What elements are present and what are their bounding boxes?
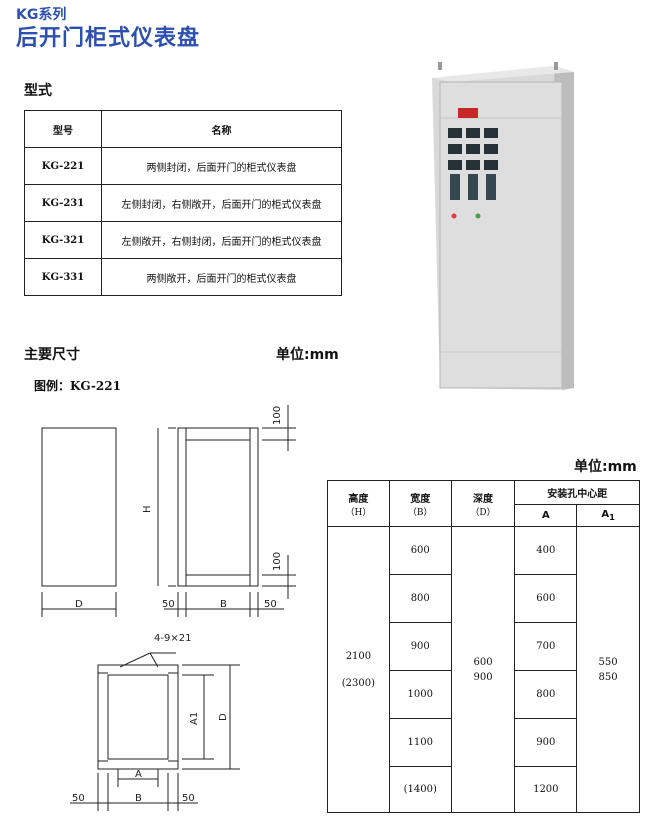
height-value-alt: (2300): [341, 677, 376, 689]
bottom-dim-label: 100: [272, 552, 283, 571]
a1-label: A1: [189, 712, 200, 725]
plan-right-dim-label: 50: [182, 793, 195, 804]
width-value: 900: [388, 622, 452, 671]
header-width-sym: （B）: [407, 507, 433, 518]
header-depth: 深度 （D）: [450, 480, 516, 527]
side-left-dim-label: 50: [162, 599, 175, 610]
header-a1-sub: 1: [609, 512, 615, 522]
a-value: 1200: [514, 766, 578, 813]
header-height-text: 高度: [348, 493, 369, 505]
a-value: 700: [514, 622, 578, 671]
holes-label: 4-9×21: [154, 633, 191, 644]
header-depth-sym: （D）: [470, 507, 496, 518]
header-name: 名称: [101, 110, 342, 148]
depth-cell: 600 900: [450, 526, 516, 813]
plan-b-label: B: [135, 793, 142, 804]
header-width: 宽度 （B）: [388, 480, 452, 527]
table-header-row: 型号 名称: [24, 110, 342, 148]
a-value: 400: [514, 526, 578, 575]
model-description: 左侧封闭，右侧敞开，后面开门的柜式仪表盘: [101, 184, 342, 222]
model-description: 两侧封闭，后面开门的柜式仪表盘: [101, 147, 342, 185]
depth-value-alt: 900: [473, 671, 493, 683]
example-label: 图例：KG-221: [34, 379, 121, 393]
models-table: 型号 名称 KG-221 两侧封闭，后面开门的柜式仪表盘 KG-231 左侧封闭…: [24, 110, 342, 296]
front-view-outline: [41, 427, 117, 587]
table-row: KG-231 左侧封闭，右侧敞开，后面开门的柜式仪表盘: [24, 184, 342, 222]
side-right-dim-label: 50: [264, 599, 277, 610]
model-code: KG-231: [24, 184, 102, 222]
unit-label-left: 单位:mm: [276, 347, 339, 363]
model-code: KG-321: [24, 221, 102, 259]
unit-label-right: 单位:mm: [574, 459, 637, 475]
plan-view-outline: [97, 664, 179, 770]
dimensions-table: 高度 （H） 宽度 （B） 深度 （D） 安装孔中心距 A A1 2100 (2…: [327, 480, 640, 813]
width-value: 600: [388, 526, 452, 575]
header-a: A: [514, 504, 578, 527]
model-description: 两侧敞开，后面开门的柜式仪表盘: [101, 258, 342, 296]
table-row: KG-331 两侧敞开，后面开门的柜式仪表盘: [24, 258, 342, 296]
technical-drawing: D H 100 100 50 B 50 4-9×21 A1 D A 50 B 5…: [41, 405, 296, 811]
cabinet-photo: [432, 62, 574, 390]
plan-depth-label: D: [218, 713, 229, 721]
model-code: KG-221: [24, 147, 102, 185]
header-model: 型号: [24, 110, 102, 148]
width-value: 1000: [388, 670, 452, 719]
top-dim-label: 100: [272, 406, 283, 425]
side-view-outline: [177, 427, 259, 587]
width-value: (1400): [388, 766, 452, 813]
section-type-heading: 型式: [24, 83, 52, 99]
a-value: 800: [514, 670, 578, 719]
series-label: KG系列: [16, 7, 67, 23]
plan-left-dim-label: 50: [72, 793, 85, 804]
height-value: 2100: [345, 650, 372, 662]
height-label: H: [142, 505, 153, 513]
model-description: 左侧敞开，右侧封闭，后面开门的柜式仪表盘: [101, 221, 342, 259]
indicator-red-display: [458, 108, 478, 118]
header-height: 高度 （H）: [327, 480, 390, 527]
a1-cell: 550 850: [576, 526, 640, 813]
a-value: 900: [514, 718, 578, 767]
header-a1-letter: A: [601, 509, 610, 520]
section-dims-heading: 主要尺寸: [24, 347, 80, 363]
model-code: KG-331: [24, 258, 102, 296]
page-title: 后开门柜式仪表盘: [16, 26, 201, 51]
a-value: 600: [514, 574, 578, 623]
table-row: KG-221 两侧封闭，后面开门的柜式仪表盘: [24, 147, 342, 185]
side-mid-dim-label: B: [220, 599, 227, 610]
a1-value: 550: [598, 656, 618, 668]
height-cell: 2100 (2300): [327, 526, 390, 813]
plan-a-label: A: [135, 769, 142, 780]
depth-value: 600: [473, 656, 493, 668]
table-row: KG-321 左侧敞开，右侧封闭，后面开门的柜式仪表盘: [24, 221, 342, 259]
header-height-sym: （H）: [345, 507, 372, 518]
header-depth-text: 深度: [473, 493, 494, 505]
front-width-label: D: [75, 599, 83, 610]
width-value: 800: [388, 574, 452, 623]
header-mount-spacing: 安装孔中心距: [514, 480, 640, 505]
width-value: 1100: [388, 718, 452, 767]
header-a1: A1: [576, 504, 640, 527]
a1-value-alt: 850: [598, 671, 618, 683]
header-width-text: 宽度: [410, 493, 431, 505]
